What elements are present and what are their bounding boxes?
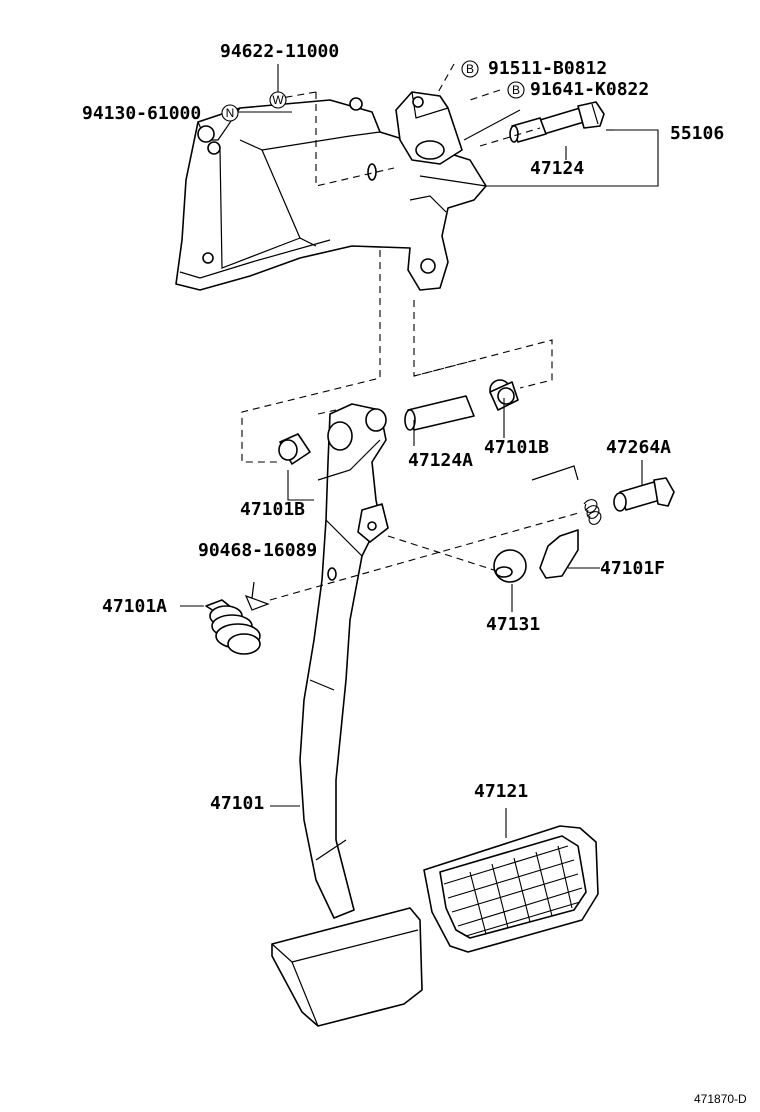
label-47124A: 47124A <box>408 450 473 471</box>
stopper-47131 <box>493 549 527 583</box>
label-94130-61000: 94130-61000 <box>82 103 201 124</box>
marker-w-text: W <box>272 93 284 107</box>
footer-code: 471870-D <box>694 1092 747 1106</box>
marker-b1-text: B <box>466 62 474 76</box>
bushing-47101B-left <box>278 433 311 465</box>
bushing-47124 <box>509 117 547 143</box>
marker-n-text: N <box>226 106 235 120</box>
clip-90468 <box>244 581 270 611</box>
label-47131: 47131 <box>486 614 540 635</box>
marker-n: N <box>221 104 239 122</box>
bracket-47101F <box>531 465 579 579</box>
pin-47264A <box>613 477 675 512</box>
pin-47124A <box>404 395 475 431</box>
label-90468-16089: 90468-16089 <box>198 540 317 561</box>
pedal-pad-47121 <box>423 825 599 953</box>
label-47101: 47101 <box>210 793 264 814</box>
bushing-47101B-right <box>489 379 519 411</box>
pedal-support-bracket <box>175 91 487 291</box>
label-47101B-left: 47101B <box>240 499 305 520</box>
label-55106: 55106 <box>670 123 724 144</box>
label-47121: 47121 <box>474 781 528 802</box>
boot-47101A <box>205 599 261 655</box>
label-91641-K0822: 91641-K0822 <box>530 79 649 100</box>
marker-b2: B <box>507 81 525 99</box>
label-94622-11000: 94622-11000 <box>220 41 339 62</box>
spring-coil <box>583 499 602 525</box>
bolt-91641 <box>539 101 605 135</box>
label-47101B-right: 47101B <box>484 437 549 458</box>
label-47101F: 47101F <box>600 558 665 579</box>
marker-b2-text: B <box>512 83 520 97</box>
marker-w: W <box>269 91 287 109</box>
brake-pedal-arm-47101 <box>271 403 423 1027</box>
label-91511-B0812: 91511-B0812 <box>488 58 607 79</box>
label-47124: 47124 <box>530 158 584 179</box>
label-47101A: 47101A <box>102 596 167 617</box>
label-47264A: 47264A <box>606 437 671 458</box>
marker-b1: B <box>461 60 479 78</box>
